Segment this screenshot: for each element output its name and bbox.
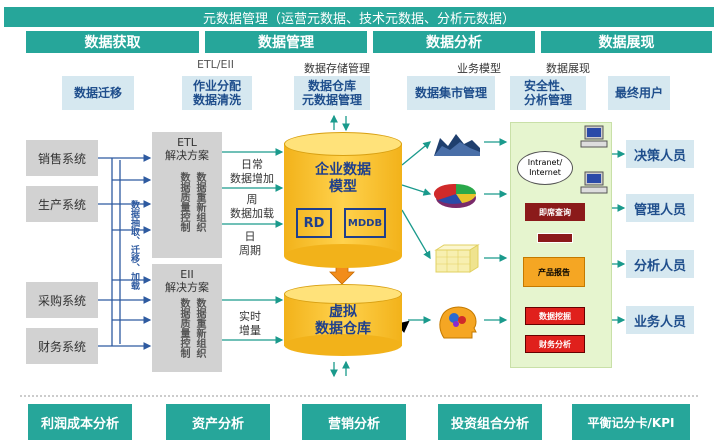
pie-chart-icon [433, 183, 476, 208]
instant-query-box[interactable]: 即席查询 [525, 203, 585, 221]
portfolio-analysis-button[interactable]: 投资组合分析 [438, 404, 542, 440]
dw-line1: 数据仓库 [307, 79, 356, 93]
load-realtime-1: 实时 [239, 310, 261, 323]
role-decision-makers[interactable]: 决策人员 [626, 140, 694, 168]
enterprise-data-model-cylinder[interactable]: 企业数据 模型 RD MDDB [284, 132, 402, 268]
role-business-staff[interactable]: 业务人员 [626, 306, 694, 334]
data-display-label: 数据展现 [546, 62, 590, 75]
area-chart-icon [434, 134, 480, 156]
rd-box: RD [296, 208, 332, 238]
source-production-system[interactable]: 生产系统 [26, 186, 98, 222]
storage-mgmt-label: 数据存储管理 [304, 62, 370, 75]
load-weekly: 周 数据加载 [224, 193, 280, 221]
end-user-portal-panel[interactable]: Intranet/ Internet 即席查询 产品报告 数据挖掘 财务分析 [510, 122, 612, 368]
finance-analysis-box[interactable]: 财务分析 [525, 335, 585, 353]
dw-line2: 元数据管理 [301, 93, 362, 107]
task-line2: 数据清洗 [192, 93, 241, 107]
load-realtime: 实时 增量 [230, 310, 270, 338]
source-finance-system[interactable]: 财务系统 [26, 328, 98, 364]
task-cleaning-box[interactable]: 作业分配 数据清洗 [182, 76, 252, 110]
security-analysis-box[interactable]: 安全性、 分析管理 [510, 76, 586, 110]
etl-title-line2: 解决方案 [165, 149, 209, 162]
cube-grid-icon [434, 244, 480, 273]
data-mining-box[interactable]: 数据挖掘 [525, 307, 585, 325]
category-data-display[interactable]: 数据展现 [541, 31, 712, 53]
category-data-acquisition[interactable]: 数据获取 [26, 31, 199, 53]
etl-title: ETL 解决方案 [152, 136, 222, 162]
intranet-cloud: Intranet/ Internet [517, 151, 573, 185]
profit-cost-analysis-button[interactable]: 利润成本分析 [28, 404, 132, 440]
edw-title-line1: 企业数据 [315, 162, 371, 178]
data-migration-box[interactable]: 数据迁移 [62, 76, 134, 110]
vdw-title: 虚拟 数据仓库 [284, 304, 402, 338]
intranet-line2: Internet [529, 168, 561, 177]
load-period-2: 周期 [239, 244, 261, 257]
eii-title: EII 解决方案 [152, 268, 222, 294]
asset-analysis-button[interactable]: 资产分析 [166, 404, 270, 440]
computer-icon [580, 125, 608, 148]
role-managers[interactable]: 管理人员 [626, 194, 694, 222]
etl-solution-panel[interactable]: ETL 解决方案 数据重新组织 数据质量控制 [152, 132, 222, 258]
data-mart-box[interactable]: 数据集市管理 [407, 76, 495, 110]
eii-col-reorg: 数据重新组织 [194, 298, 205, 358]
category-data-analysis[interactable]: 数据分析 [373, 31, 535, 53]
load-daily-2: 数据增加 [230, 172, 274, 185]
dw-metadata-box[interactable]: 数据仓库 元数据管理 [294, 76, 370, 110]
sec-line2: 分析管理 [523, 93, 572, 107]
eii-solution-panel[interactable]: EII 解决方案 数据重新组织 数据质量控制 [152, 264, 222, 372]
metadata-banner: 元数据管理（运营元数据、技术元数据、分析元数据） [4, 7, 714, 27]
virtual-data-warehouse-cylinder[interactable]: 虚拟 数据仓库 [284, 284, 402, 356]
business-model-label: 业务模型 [457, 62, 501, 75]
computer-icon [580, 171, 608, 194]
vdw-title-line1: 虚拟 [329, 304, 357, 320]
sec-line1: 安全性、 [523, 79, 572, 93]
task-line1: 作业分配 [192, 79, 241, 93]
source-purchasing-system[interactable]: 采购系统 [26, 282, 98, 318]
edw-title-line2: 模型 [329, 179, 357, 195]
mddb-box: MDDB [344, 208, 386, 238]
extract-load-vertical-label: 数据抽取、迁移、加载 [129, 200, 139, 290]
eii-col-quality: 数据质量控制 [178, 298, 189, 358]
load-weekly-2: 数据加载 [230, 207, 274, 220]
etl-title-line1: ETL [177, 136, 197, 149]
marketing-analysis-button[interactable]: 营销分析 [302, 404, 406, 440]
category-data-management[interactable]: 数据管理 [205, 31, 367, 53]
etl-eii-label: ETL/EII [197, 58, 234, 71]
load-realtime-2: 增量 [239, 324, 261, 337]
load-period-1: 日 [244, 230, 256, 243]
brain-head-icon [439, 306, 477, 339]
end-user-box[interactable]: 最终用户 [608, 76, 670, 110]
query-slider-icon [537, 233, 573, 243]
load-daily: 日常 数据增加 [224, 158, 280, 186]
load-weekly-1: 周 [246, 193, 258, 206]
load-daily-1: 日常 [241, 158, 263, 171]
eii-title-line2: 解决方案 [165, 281, 209, 294]
vdw-title-line2: 数据仓库 [315, 321, 371, 337]
etl-col-reorg: 数据重新组织 [194, 172, 205, 232]
eii-title-line1: EII [180, 268, 194, 281]
role-analysts[interactable]: 分析人员 [626, 250, 694, 278]
product-report-box[interactable]: 产品报告 [523, 257, 585, 287]
edw-title: 企业数据 模型 [284, 162, 402, 196]
source-sales-system[interactable]: 销售系统 [26, 140, 98, 176]
etl-col-quality: 数据质量控制 [178, 172, 189, 232]
balanced-scorecard-kpi-button[interactable]: 平衡记分卡/KPI [572, 404, 690, 440]
intranet-line1: Intranet/ [527, 158, 563, 167]
load-period: 日 周期 [230, 230, 270, 258]
